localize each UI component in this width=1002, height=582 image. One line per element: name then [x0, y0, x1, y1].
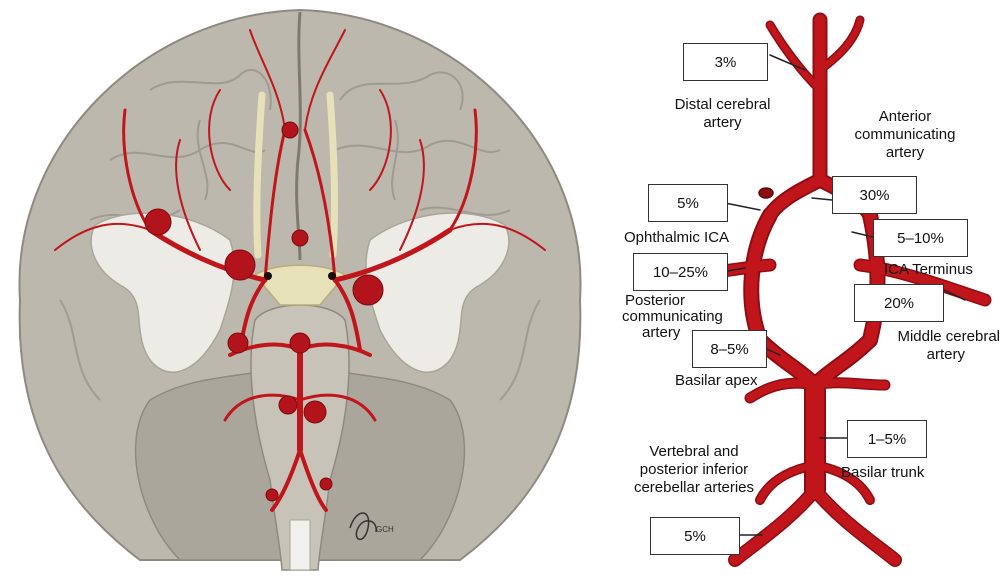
- basilar-apex-label: Basilar apex: [675, 372, 758, 390]
- ica-terminus-pct-box: 5–10%: [873, 219, 968, 257]
- vertebral-pct-box: 5%: [650, 517, 740, 555]
- distal-pct-box: 3%: [683, 43, 768, 81]
- basilar-trunk-label: Basilar trunk: [841, 464, 924, 482]
- mca-pct-box: 20%: [854, 284, 944, 322]
- basilar-apex-pct-box: 8–5%: [692, 330, 767, 368]
- acom-pct-box: 30%: [832, 176, 917, 214]
- brain-illustration: GCH: [19, 10, 580, 570]
- signature-text: GCH: [376, 525, 394, 534]
- pcom-pct-box: 10–25%: [633, 253, 728, 291]
- basilar-trunk-pct-box: 1–5%: [847, 420, 927, 458]
- ophthalmic-pct-box: 5%: [648, 184, 728, 222]
- ophthalmic-label: Ophthalmic ICA: [624, 229, 729, 247]
- ica-terminus-label: ICA Terminus: [884, 261, 973, 279]
